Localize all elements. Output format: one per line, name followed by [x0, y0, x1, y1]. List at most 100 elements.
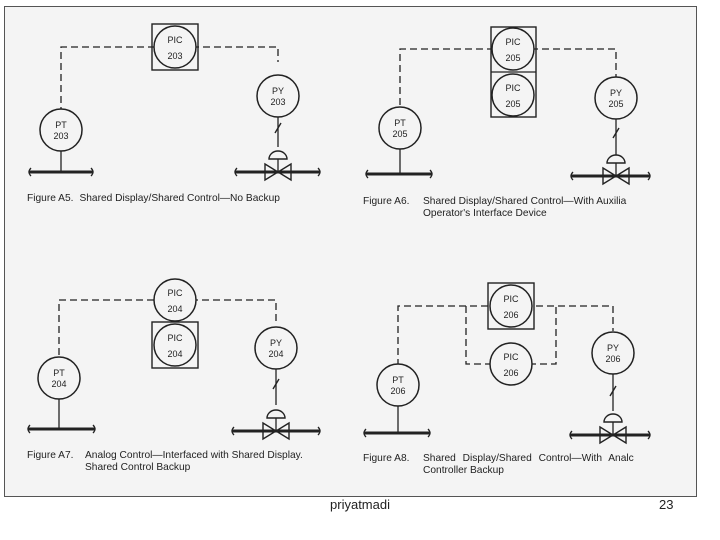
pipe-break-icon [317, 167, 321, 177]
signal-slash-icon [612, 127, 620, 139]
caption-text-line2: Controller Backup [423, 465, 504, 476]
instrument-loop-number: 205 [392, 129, 407, 139]
pipe-break-icon [569, 430, 573, 440]
instrument-tag: PY [607, 343, 619, 353]
instrument-loop-number: 205 [608, 99, 623, 109]
signal-slash-icon [609, 385, 617, 397]
caption-label: Figure A6. [363, 196, 410, 207]
signal-slash-icon [272, 378, 280, 390]
caption-label: Figure A8. [363, 453, 410, 464]
instrument-bubble [489, 284, 533, 328]
caption-text-line2: Shared Control Backup [85, 462, 191, 473]
figure-caption-a8: Figure A8. Shared Display/Shared Control—… [363, 453, 634, 477]
instrument-bubble [254, 326, 298, 370]
figure-caption-a6: Figure A6. Shared Display/Shared Control—… [363, 196, 626, 220]
pipe-break-icon [429, 169, 433, 179]
footer-author: priyatmadi [330, 497, 390, 512]
instrument-loop-number: 204 [167, 304, 182, 314]
instrument-loop-number: 203 [53, 131, 68, 141]
instrument-tag: PIC [167, 35, 183, 45]
instrument-tag: PY [270, 338, 282, 348]
instrument-bubble [37, 356, 81, 400]
instrument-tag: PT [55, 120, 67, 130]
instrument-pic-206: PIC 206 [487, 282, 535, 330]
signal-slash-icon [274, 122, 282, 134]
instrument-bubble [256, 74, 300, 118]
instrument-tag: PIC [167, 333, 183, 343]
pipe-break-icon [365, 169, 369, 179]
instrument-bubble [153, 323, 197, 367]
instrument-bubble [491, 73, 535, 117]
instrument-loop-number: 204 [51, 379, 66, 389]
instrument-tag: PT [394, 118, 406, 128]
instrument-tag: PIC [505, 83, 521, 93]
instrument-loop-number: 203 [167, 51, 182, 61]
instrument-loop-number: 206 [503, 368, 518, 378]
caption-text: Shared Display/Shared Control—With Auxil… [423, 196, 627, 207]
instrument-loop-number: 204 [268, 349, 283, 359]
instrument-tag: PY [272, 86, 284, 96]
pipe-break-icon [234, 167, 238, 177]
instrument-loop-number: 206 [390, 386, 405, 396]
shared-display-square [487, 282, 535, 330]
instrument-pic-206: PIC 206 [489, 342, 533, 386]
caption-text: Shared Display/Shared Control—No Backup [79, 193, 280, 204]
instrument-tag: PT [53, 368, 65, 378]
instrument-pic-205: PIC 205 [491, 73, 535, 117]
diaphragm-actuator-icon [603, 413, 623, 423]
caption-label: Figure A5. [27, 193, 74, 204]
pipe-break-icon [427, 428, 431, 438]
caption-text: Analog Control—Interfaced with Shared Di… [85, 450, 303, 461]
instrument-loop-number: 204 [167, 349, 182, 359]
scanned-figure-page [4, 6, 697, 497]
instrument-pic-204: PIC 204 [151, 321, 199, 369]
figure-caption-a7: Figure A7. Analog Control—Interfaced with… [27, 450, 303, 474]
instrument-tag: PIC [503, 352, 519, 362]
instrument-bubble [491, 27, 535, 71]
pipe-break-icon [317, 426, 321, 436]
signal-line-dashed [399, 48, 617, 105]
instrument-tag: PIC [167, 288, 183, 298]
pipe-break-icon [570, 171, 574, 181]
pipe-break-icon [92, 424, 96, 434]
instrument-bubble [376, 363, 420, 407]
signal-line-dashed [58, 299, 277, 355]
instrument-pic-204: PIC 204 [153, 278, 197, 322]
pipe-break-icon [231, 426, 235, 436]
instrument-loop-number: 205 [505, 99, 520, 109]
pipe-break-icon [27, 424, 31, 434]
instrument-bubble [153, 25, 197, 69]
instrument-tag: PIC [505, 37, 521, 47]
instrument-loop-number: 206 [503, 310, 518, 320]
instrument-bubble [378, 106, 422, 150]
instrument-loop-number: 206 [605, 354, 620, 364]
shared-display-square [151, 23, 199, 71]
caption-text: Shared Display/Shared Control—With Analc [423, 453, 634, 464]
diaphragm-actuator-icon [268, 150, 288, 160]
caption-label: Figure A7. [27, 450, 74, 461]
instrument-tag: PY [610, 88, 622, 98]
instrument-pic-205: PIC 205 [491, 27, 535, 71]
instrument-loop-number: 205 [505, 53, 520, 63]
instrument-bubble [39, 108, 83, 152]
pipe-break-icon [90, 167, 94, 177]
pipe-break-icon [363, 428, 367, 438]
shared-display-square [151, 321, 199, 369]
instrument-pic-203: PIC 203 [151, 23, 199, 71]
pipe-break-icon [647, 171, 651, 181]
instrument-bubble [153, 278, 197, 322]
pipe-break-icon [647, 430, 651, 440]
pipe-break-icon [28, 167, 32, 177]
instrument-bubble [489, 342, 533, 386]
diaphragm-actuator-icon [606, 154, 626, 164]
instrument-loop-number: 203 [270, 97, 285, 107]
instrument-tag: PIC [503, 294, 519, 304]
